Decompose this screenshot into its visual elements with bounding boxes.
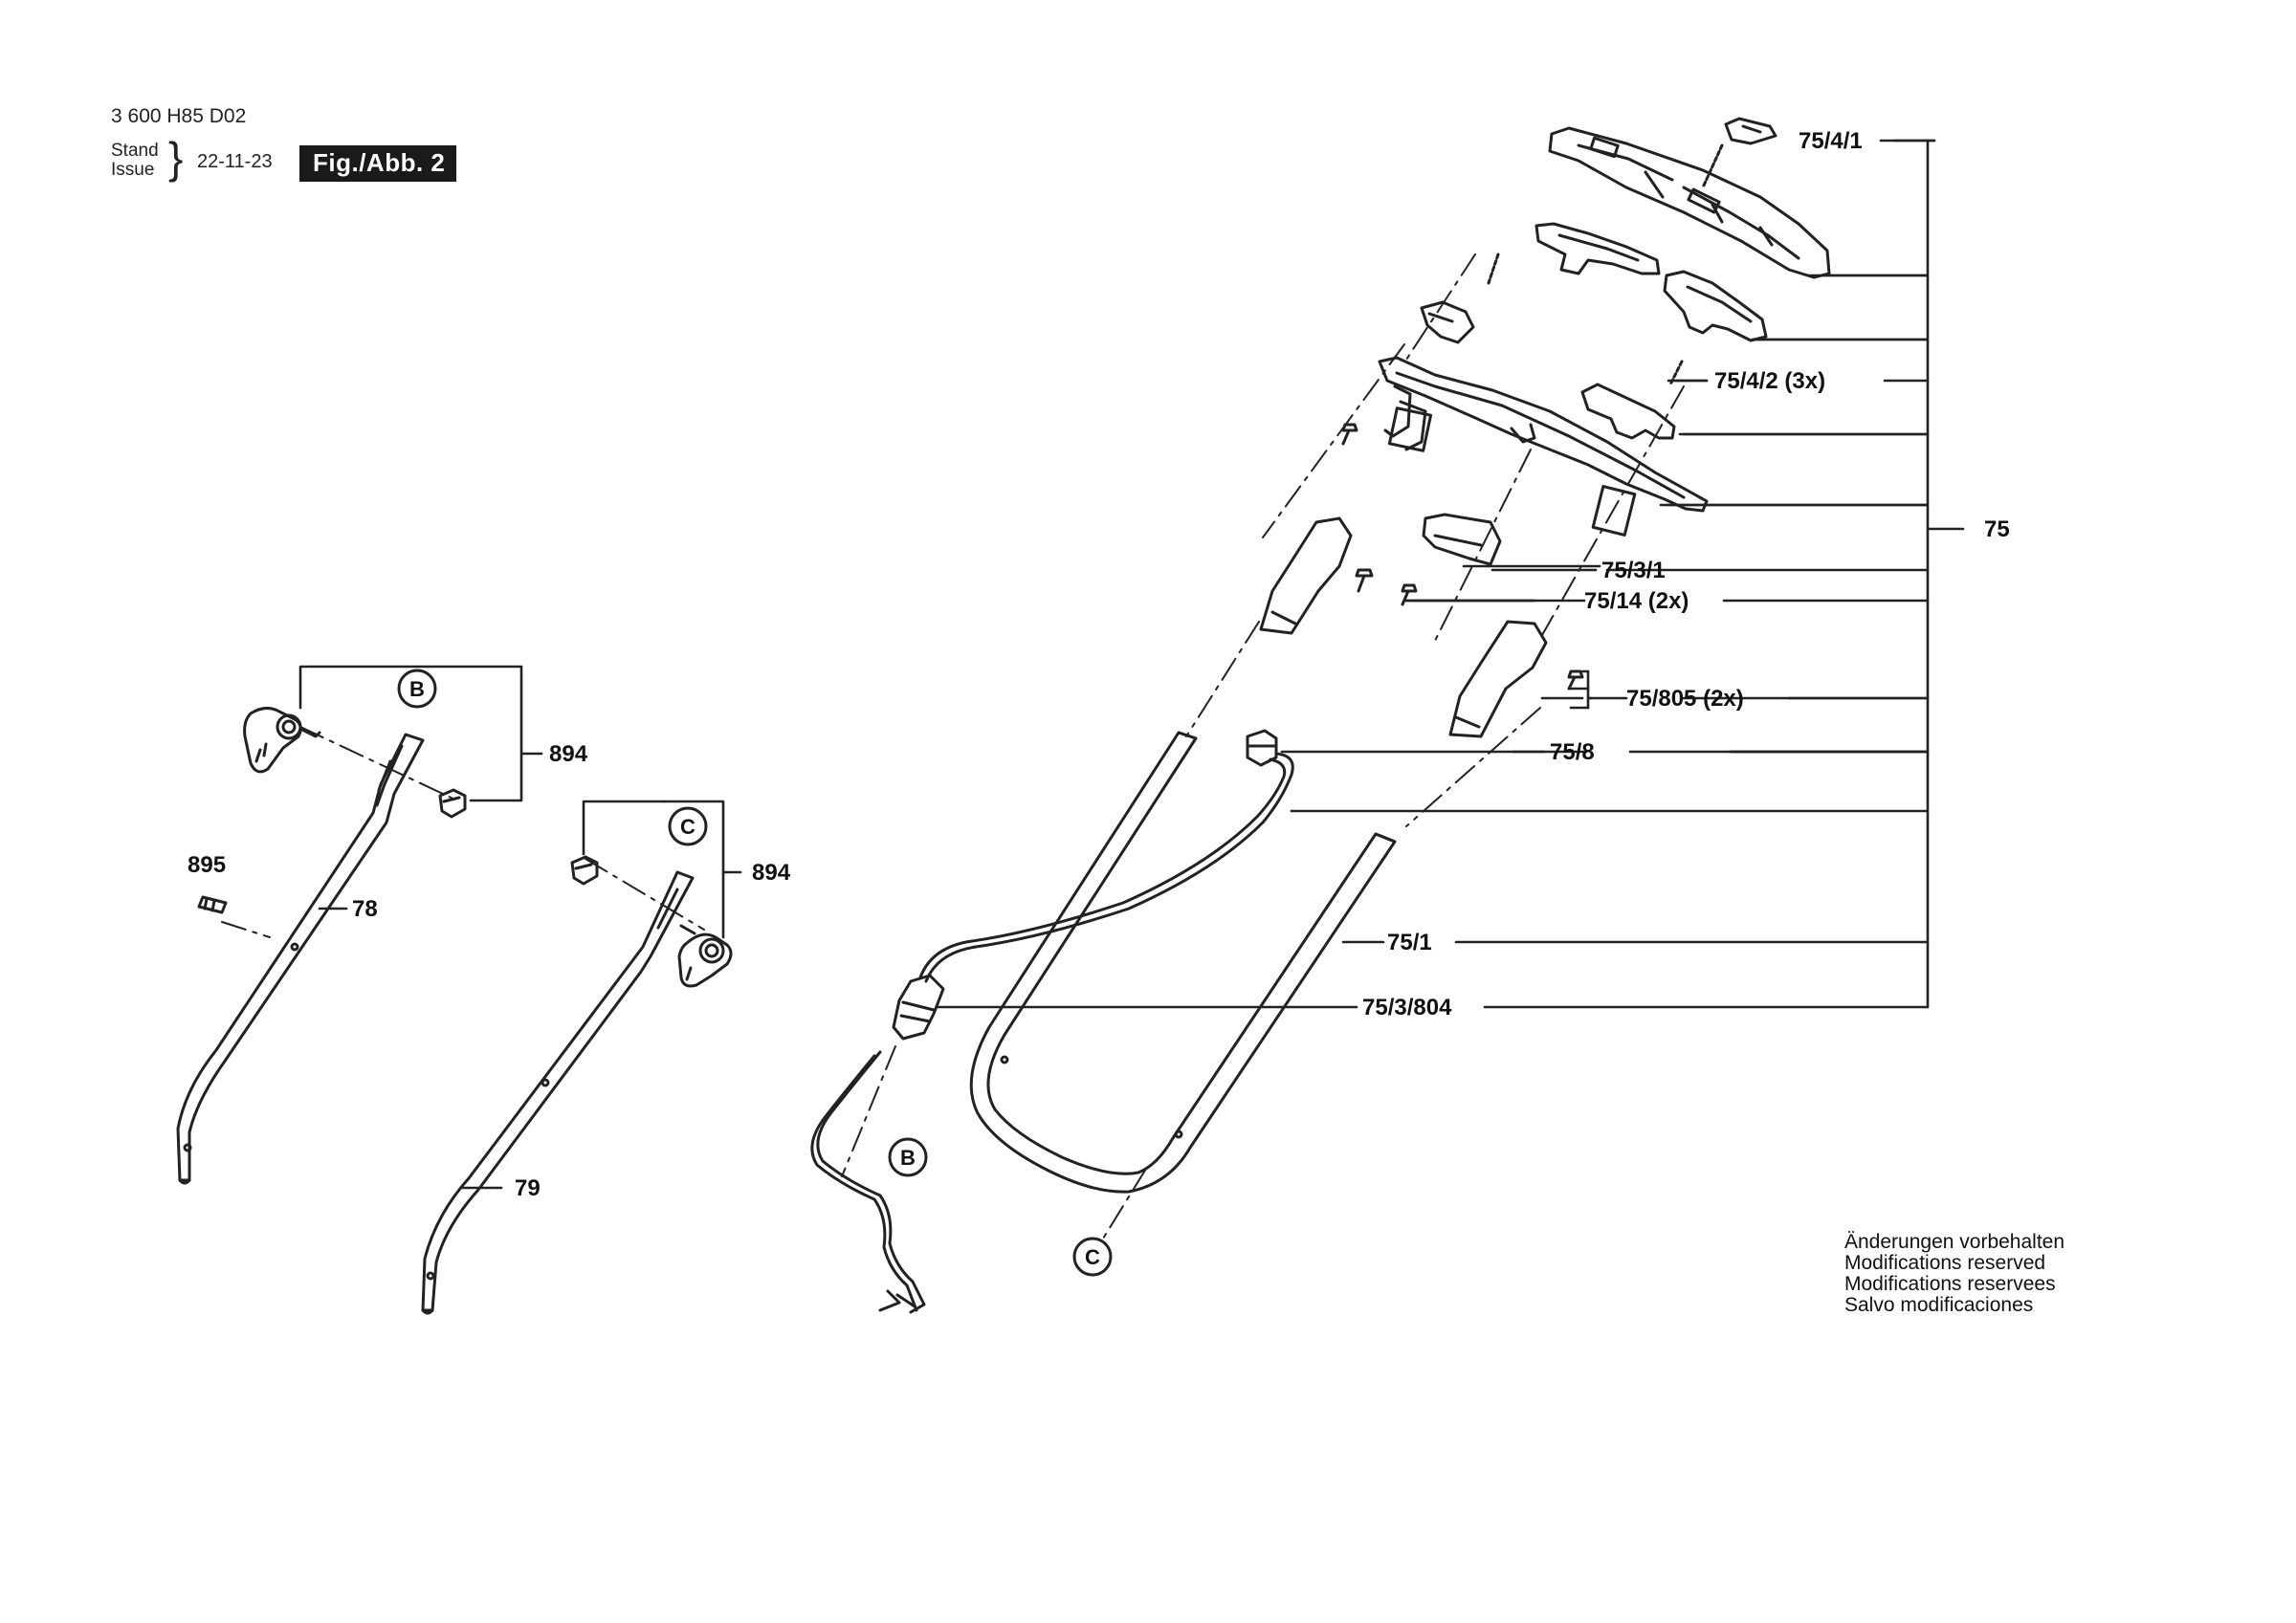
callout-c-top: C: [680, 815, 695, 839]
alignment-lines: [221, 253, 1685, 1244]
callout-c-bottom-circle: [1072, 1237, 1113, 1277]
nut-894-b: [438, 788, 467, 819]
switch-button: [1422, 513, 1502, 566]
grip-left: [1259, 516, 1353, 635]
callout-c-bottom: C: [1085, 1245, 1100, 1269]
issue-label: Issue: [111, 160, 155, 180]
label-75-1: 75/1: [1387, 930, 1432, 955]
callout-b-bottom: B: [900, 1146, 916, 1170]
label-78: 78: [352, 896, 378, 922]
note-line-fr: Modifications reservees: [1844, 1273, 2056, 1295]
leader-lines: [936, 139, 1965, 1009]
switch-lever-left: [1534, 222, 1661, 275]
issue-date: 22-11-23: [197, 151, 273, 172]
lower-handle-tube-78: [176, 733, 425, 1185]
note-line-en: Modifications reserved: [1844, 1252, 2046, 1274]
label-75-4-1: 75/4/1: [1799, 128, 1863, 154]
knob-b: [243, 707, 321, 774]
screws: [1341, 423, 1584, 691]
note-line-de: Änderungen vorbehalten: [1844, 1231, 2065, 1253]
callout-c-top-circle: [668, 806, 708, 846]
connector-75-8: [918, 729, 1294, 983]
callout-b-top: B: [409, 677, 425, 701]
label-75-3-804: 75/3/804: [1362, 995, 1452, 1020]
label-75-8: 75/8: [1550, 739, 1595, 765]
label-75-3-1: 75/3/1: [1601, 558, 1666, 583]
note-line-es: Salvo modificaciones: [1844, 1294, 2034, 1316]
bracket-894-b: [298, 665, 543, 802]
brace-glyph: }: [168, 133, 184, 183]
plug-75-3-804: [892, 974, 945, 1041]
lower-cable: [810, 1050, 926, 1314]
callout-b-top-circle: [397, 669, 437, 709]
clip-part: [1724, 117, 1777, 145]
grip-right: [1448, 620, 1548, 738]
label-894-upper: 894: [549, 741, 588, 767]
lower-handle-tube-79: [421, 870, 695, 1315]
knob-c: [677, 924, 733, 988]
pin-895: [197, 895, 228, 914]
handle-top-cover: [1548, 126, 1831, 279]
nut-894-c: [570, 855, 599, 886]
figure-badge: Fig./Abb. 2: [299, 145, 457, 182]
label-75-805: 75/805 (2x): [1626, 686, 1744, 712]
modifications-note: Änderungen vorbehalten Modifications res…: [1844, 1232, 2064, 1316]
small-bracket: [1420, 300, 1475, 344]
label-75-4-2: 75/4/2 (3x): [1714, 368, 1825, 394]
handle-frame: [1378, 356, 1709, 537]
small-bracket-right: [1580, 383, 1676, 440]
callout-b-bottom-circle: [888, 1137, 928, 1177]
label-895: 895: [188, 852, 226, 878]
handle-tube-75-1: [969, 731, 1397, 1194]
label-75-14: 75/14 (2x): [1584, 588, 1689, 614]
spring-pins: [1487, 143, 1724, 386]
document-number: 3 600 H85 D02: [111, 105, 247, 127]
switch-lever-right: [1663, 270, 1768, 342]
label-75: 75: [1984, 516, 2010, 542]
label-79: 79: [515, 1175, 541, 1201]
bracket-894-c: [582, 800, 742, 939]
label-894-lower: 894: [752, 860, 791, 886]
stand-label: Stand: [111, 141, 159, 161]
